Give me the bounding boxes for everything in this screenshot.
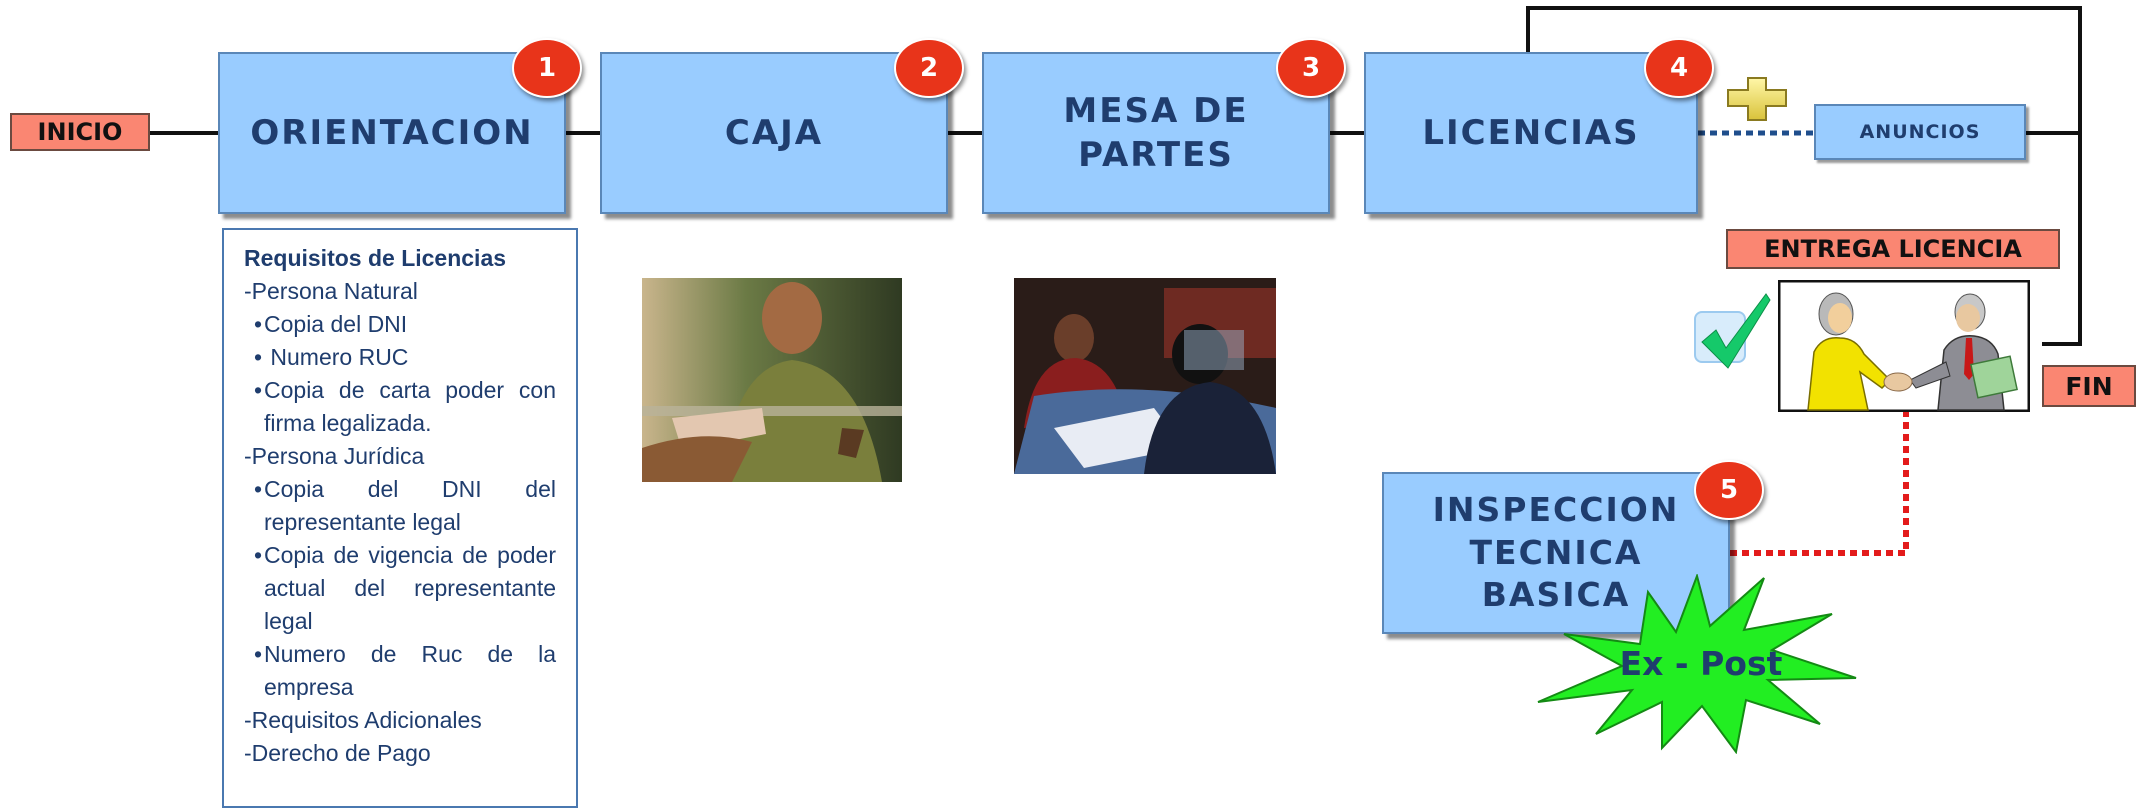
requirement-item: Copia de vigencia de poder actual del re… [244,539,556,638]
office-desk-photo [1014,278,1276,474]
requirement-item: Numero de Ruc de la empresa [244,638,556,704]
persona-natural-heading: -Persona Natural [244,278,418,304]
requirement-item: Copia del DNI [244,308,556,341]
step-inspeccion: INSPECCION TECNICA BASICA [1382,472,1730,634]
step-number-badge: 4 [1644,38,1714,98]
step-number-badge: 5 [1694,460,1764,520]
requirements-title: Requisitos de Licencias [244,245,507,271]
step-number-badge: 2 [894,38,964,98]
derecho-de-pago: -Derecho de Pago [244,740,431,766]
anuncios-box: ANUNCIOS [1814,104,2026,160]
step-caja: CAJA [600,52,948,214]
step-number-badge: 3 [1276,38,1346,98]
ex-post-starburst [1537,574,1857,754]
cashier-photo [642,278,902,482]
end-label: FIN [2042,365,2136,407]
start-label: INICIO [10,113,150,151]
ex-post-label: Ex - Post [1619,644,1783,683]
requisitos-adicionales: -Requisitos Adicionales [244,707,482,733]
entrega-licencia-label: ENTREGA LICENCIA [1726,229,2060,269]
requirement-item: Numero RUC [244,341,556,374]
handshake-illustration [1778,280,2030,412]
persona-juridica-heading: -Persona Jurídica [244,443,425,469]
step-number-badge: 1 [512,38,582,98]
checkmark-icon [1694,293,1771,369]
plus-icon [1727,77,1787,121]
step-licencias: LICENCIAS [1364,52,1698,214]
step-mesa-de-partes: MESA DE PARTES [982,52,1330,214]
requirement-item: Copia del DNI del representante legal [244,473,556,539]
requirements-panel: Requisitos de Licencias -Persona Natural… [222,228,578,808]
step-orientacion: ORIENTACION [218,52,566,214]
requirement-item: Copia de carta poder con firma legalizad… [244,374,556,440]
